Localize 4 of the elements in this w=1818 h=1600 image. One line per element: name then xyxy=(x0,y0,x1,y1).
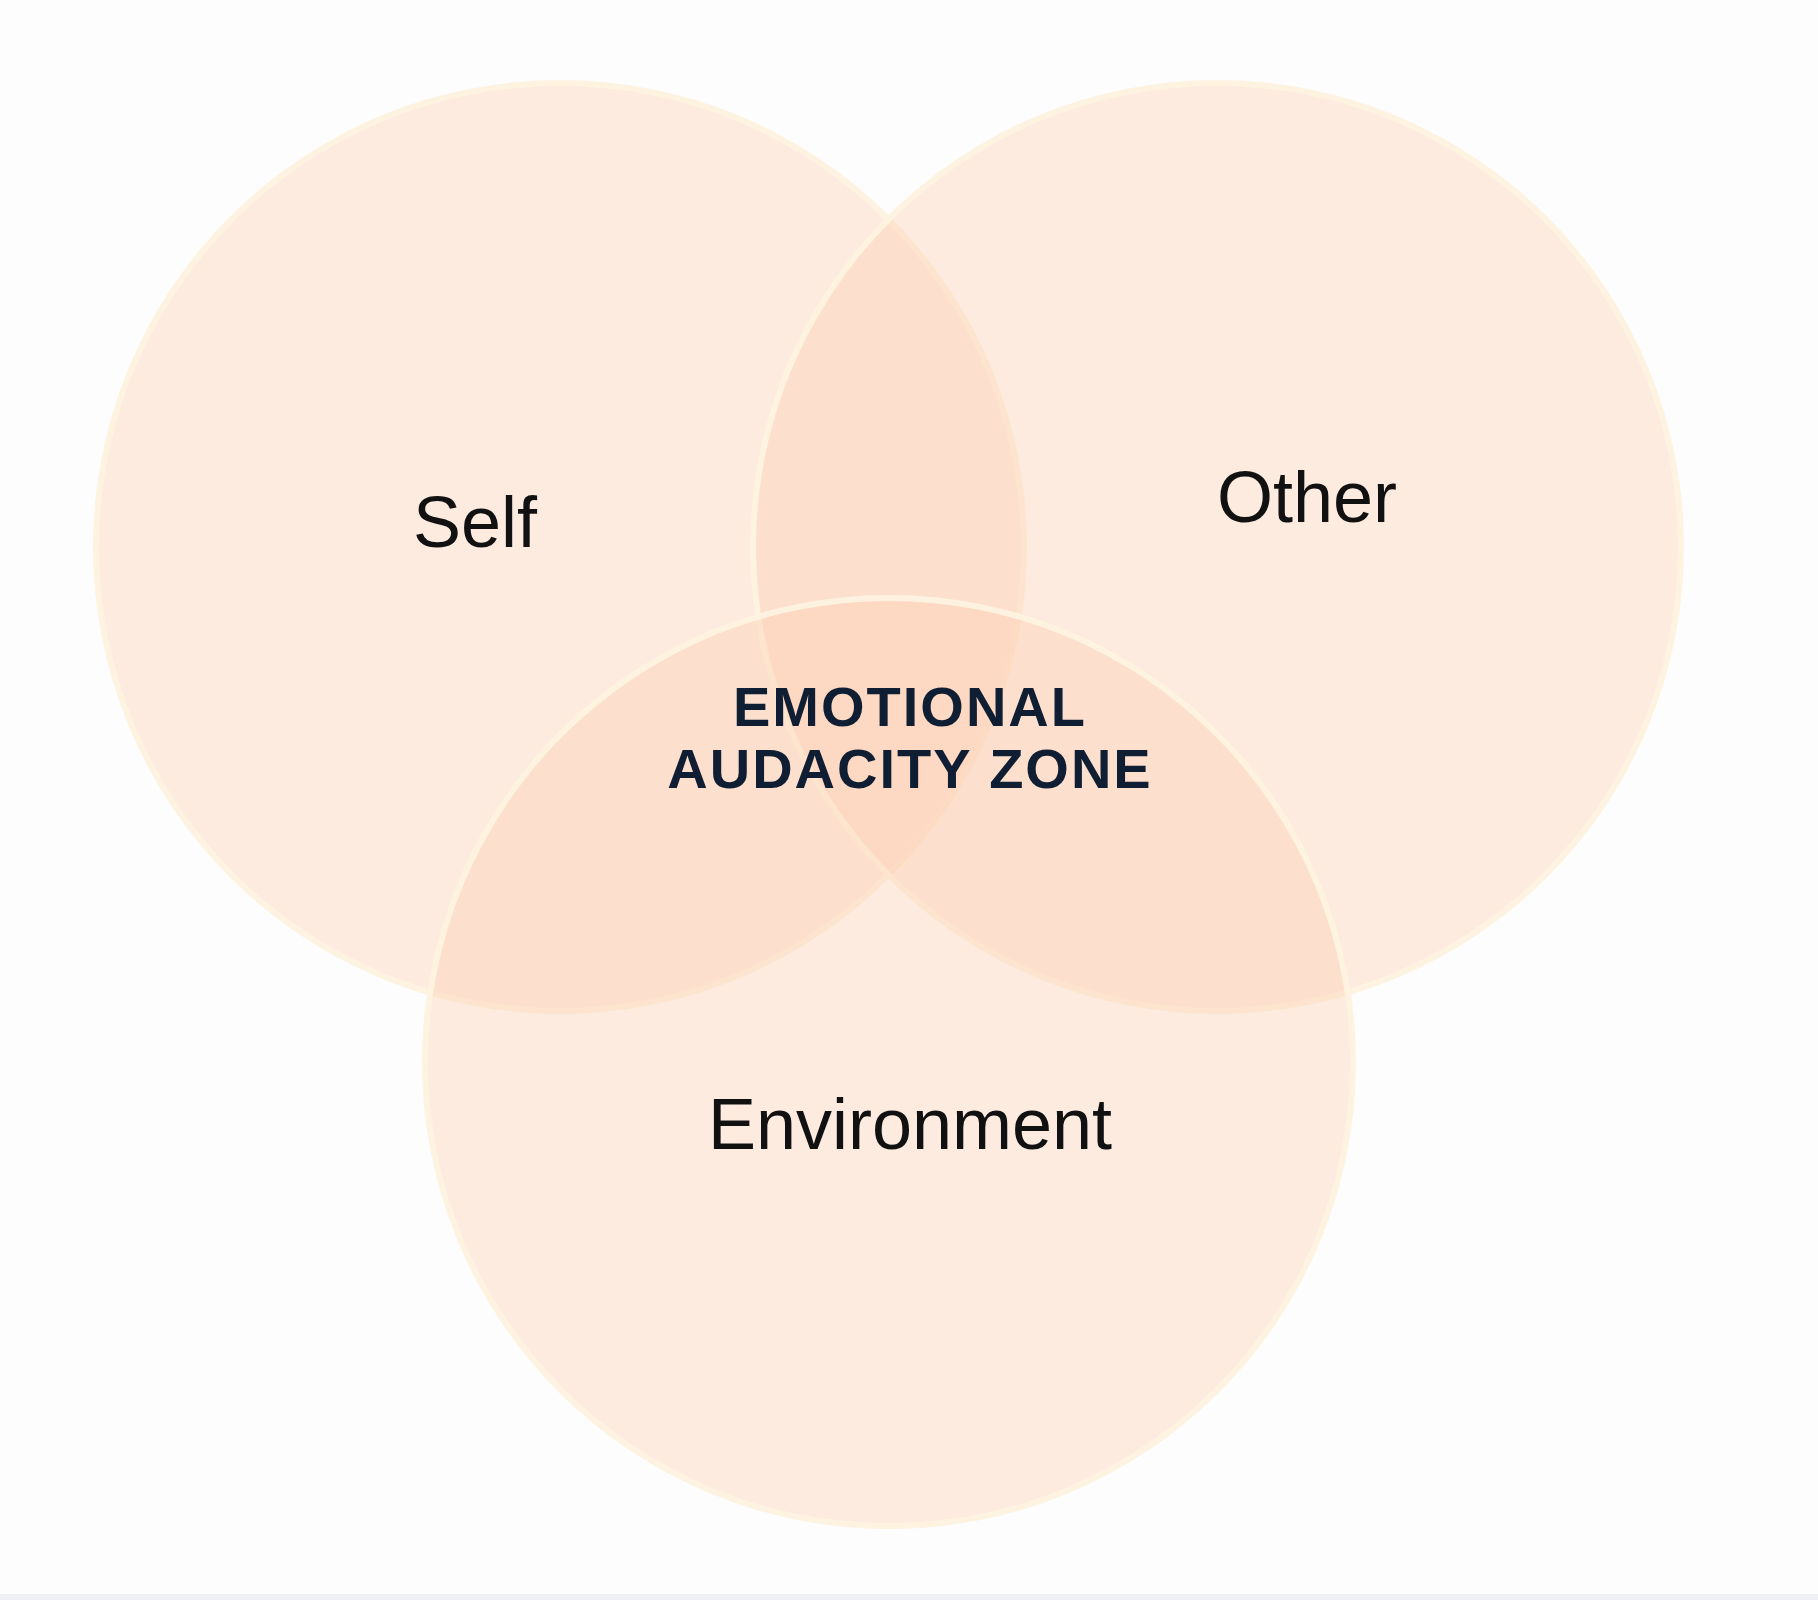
circle-label: Self xyxy=(412,481,538,563)
circle-label: Other xyxy=(1216,456,1398,538)
circle-label: Environment xyxy=(707,1083,1113,1165)
center-label: EMOTIONAL AUDACITY ZONE xyxy=(666,676,1154,800)
